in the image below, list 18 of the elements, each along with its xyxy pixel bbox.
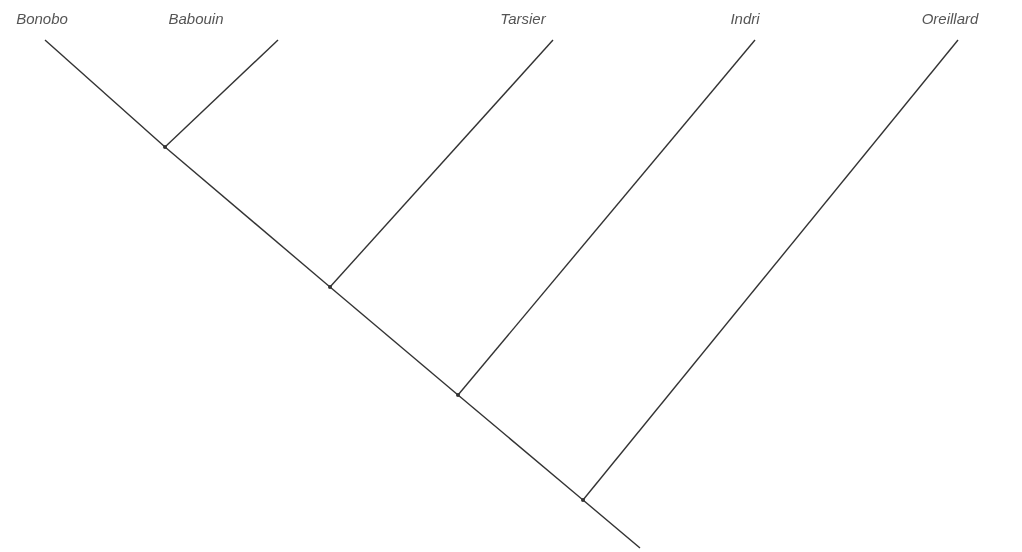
species-label: Oreillard [921, 10, 979, 28]
branch-line [457, 394, 584, 501]
branch-line [457, 39, 756, 396]
species-label: Indri [730, 10, 760, 28]
branch-line [582, 499, 641, 549]
branch-point [163, 145, 167, 149]
branch-line [164, 146, 331, 288]
branch-line [329, 39, 554, 288]
branch-point [328, 285, 332, 289]
species-label: Babouin [168, 10, 224, 28]
branch-line [582, 39, 959, 501]
branch-point [581, 498, 585, 502]
species-label: Bonobo [16, 10, 68, 28]
branch-point [456, 393, 460, 397]
branch-line [329, 286, 459, 396]
branch-line [164, 39, 279, 148]
species-label: Tarsier [500, 10, 546, 28]
branch-line [44, 39, 166, 148]
